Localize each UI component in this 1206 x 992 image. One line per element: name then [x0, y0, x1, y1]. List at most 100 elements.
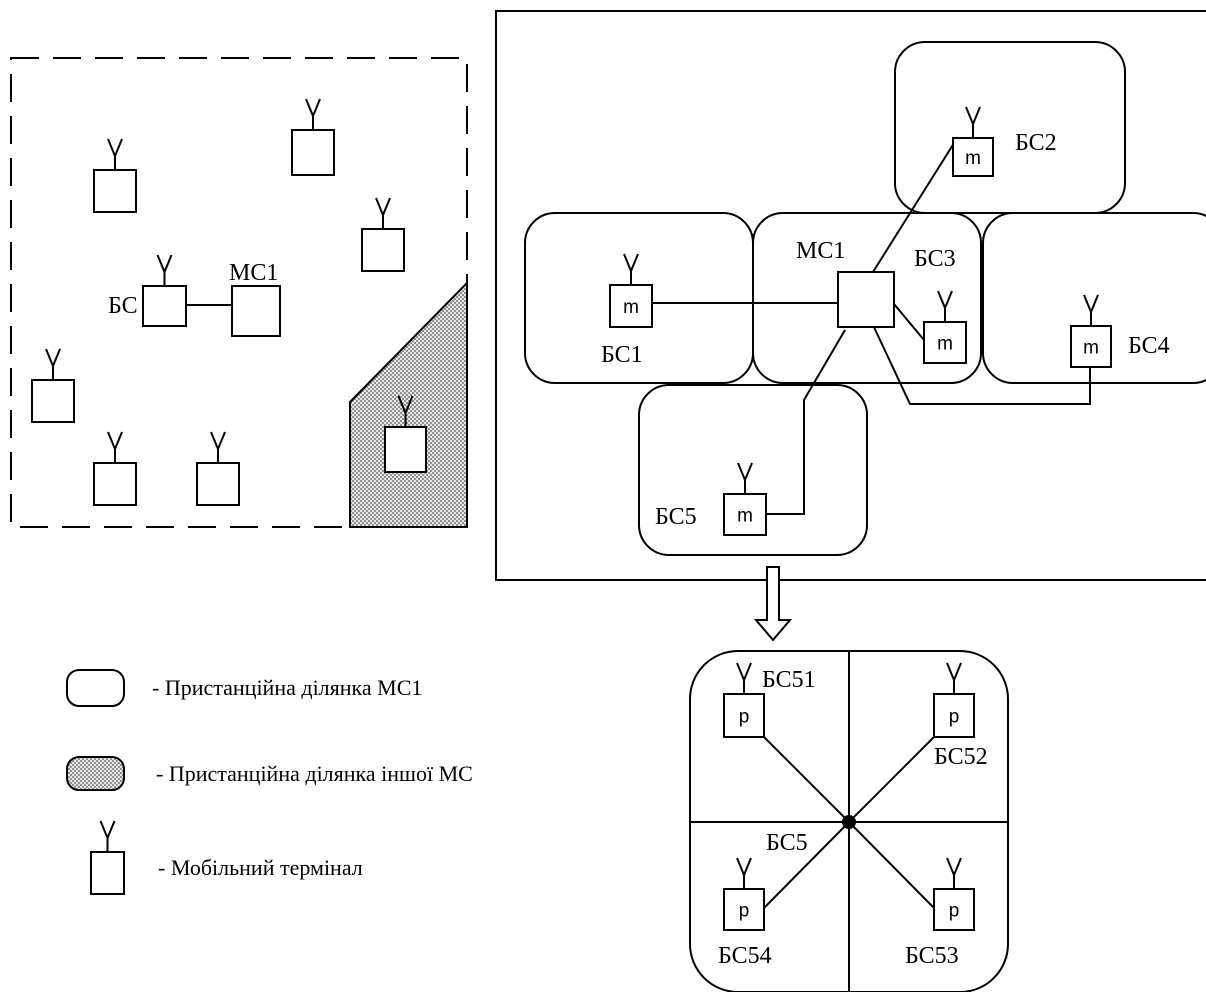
mobile-terminal [384, 395, 427, 473]
terminal-bs54: р [723, 857, 765, 931]
link-bs5-msc [766, 329, 846, 515]
mobile-terminal-icon [90, 820, 125, 895]
antenna-icon [99, 820, 116, 852]
antenna-icon [623, 253, 639, 285]
zoom-arrow-icon [753, 566, 793, 642]
msc1-label: МС1 [796, 238, 845, 264]
terminal-box [1070, 325, 1112, 368]
terminal-box [952, 137, 994, 177]
right-panel: МС1 m m m m m БС2 БС3 БС1 БС4 БС5 [495, 10, 1206, 581]
antenna-icon [737, 462, 753, 494]
bs2-label: БС2 [1015, 130, 1057, 156]
mobile-terminal [361, 197, 405, 272]
msc-label: МС1 [229, 260, 278, 286]
terminal-box [291, 129, 335, 176]
terminal-box [933, 888, 975, 931]
mobile-terminal [31, 348, 75, 423]
mobile-terminal [93, 431, 137, 506]
terminal-bs52: р [933, 662, 975, 738]
bs1-label: БС1 [601, 342, 643, 368]
base-station-terminal [142, 254, 187, 327]
antenna-icon [736, 662, 752, 694]
terminal-mark: р [739, 707, 750, 728]
terminal-box [93, 169, 137, 213]
link-bs4-msc [872, 324, 1091, 405]
terminal-bs4: m [1070, 294, 1112, 368]
antenna-icon [946, 857, 962, 889]
link-bs53 [848, 821, 935, 909]
terminal-box [723, 693, 765, 738]
terminal-bs3: m [923, 290, 967, 364]
bs54-label: БС54 [718, 943, 772, 969]
link-bs51 [763, 736, 850, 823]
terminal-box [196, 462, 240, 506]
antenna-icon [1083, 294, 1099, 326]
bs52-label: БС52 [934, 744, 988, 770]
mobile-terminal [291, 98, 335, 176]
antenna-icon [107, 138, 123, 170]
antenna-icon [45, 348, 61, 380]
terminal-bs51: р [723, 662, 765, 738]
terminal-box [31, 379, 75, 423]
terminal-box [361, 228, 405, 272]
terminal-box [142, 285, 187, 327]
antenna-icon [210, 431, 226, 463]
legend-item-mobile-terminal: - Мобільний термінал [158, 855, 363, 880]
terminal-mark: m [965, 148, 981, 169]
link-bs2-msc [872, 139, 957, 273]
terminal-bs2: m [952, 106, 994, 177]
bs3-label: БС3 [914, 246, 956, 272]
terminal-box [90, 851, 125, 895]
terminal-box [609, 284, 653, 328]
left-panel: БС МС1 [10, 57, 468, 528]
msc-box [231, 285, 281, 337]
antenna-icon [965, 106, 981, 138]
terminal-bs53: р [933, 857, 975, 931]
terminal-mark: m [937, 334, 953, 355]
legend-item-msc1-area: - Пристанційна ділянка МС1 [152, 675, 422, 700]
bs-label: БС [108, 293, 138, 319]
antenna-icon [156, 254, 173, 286]
antenna-icon [736, 857, 752, 889]
terminal-box [93, 462, 137, 506]
antenna-icon [305, 98, 321, 130]
terminal-box [723, 493, 767, 536]
terminal-bs5: m [723, 462, 767, 536]
terminal-bs1: m [609, 253, 653, 328]
bs5-detail: р р р р БС51 БС52 БС53 БС54 БС5 [689, 650, 1009, 992]
legend-item-other-msc-area: - Пристанційна ділянка іншої МС [156, 761, 473, 786]
terminal-mark: m [623, 297, 639, 318]
link-bs52 [848, 736, 935, 823]
terminal-mark: р [739, 901, 750, 922]
terminal-mark: m [737, 506, 753, 527]
dotted-rounded-rect-icon [66, 756, 125, 791]
terminal-box [384, 426, 427, 473]
terminal-box [923, 321, 967, 364]
bs53-label: БС53 [905, 943, 959, 969]
link-bs54 [763, 821, 850, 909]
terminal-mark: m [1083, 338, 1099, 359]
bs5-center-node [842, 815, 856, 829]
antenna-icon [375, 197, 391, 229]
mobile-terminal [196, 431, 240, 506]
terminal-mark: р [949, 707, 960, 728]
bs5-center-label: БС5 [766, 830, 808, 856]
cell-bs3 [752, 212, 982, 384]
terminal-mark: р [949, 901, 960, 922]
bs4-label: БС4 [1128, 333, 1170, 359]
terminal-box [723, 888, 765, 931]
cell-bs5 [638, 384, 868, 556]
link-bs3-msc [893, 303, 925, 341]
terminal-box [933, 693, 975, 738]
mobile-terminal [93, 138, 137, 213]
msc1-panel-border [495, 10, 1206, 581]
legend: - Пристанційна ділянка МС1 - Пристанційн… [66, 669, 473, 895]
msc1-box [837, 271, 895, 328]
cell-bs2 [894, 41, 1126, 214]
antenna-icon [937, 290, 953, 322]
rounded-rect-icon [66, 669, 125, 707]
antenna-icon [946, 662, 962, 694]
bs51-label: БС51 [762, 667, 816, 693]
bs5-label: БС5 [655, 504, 697, 530]
